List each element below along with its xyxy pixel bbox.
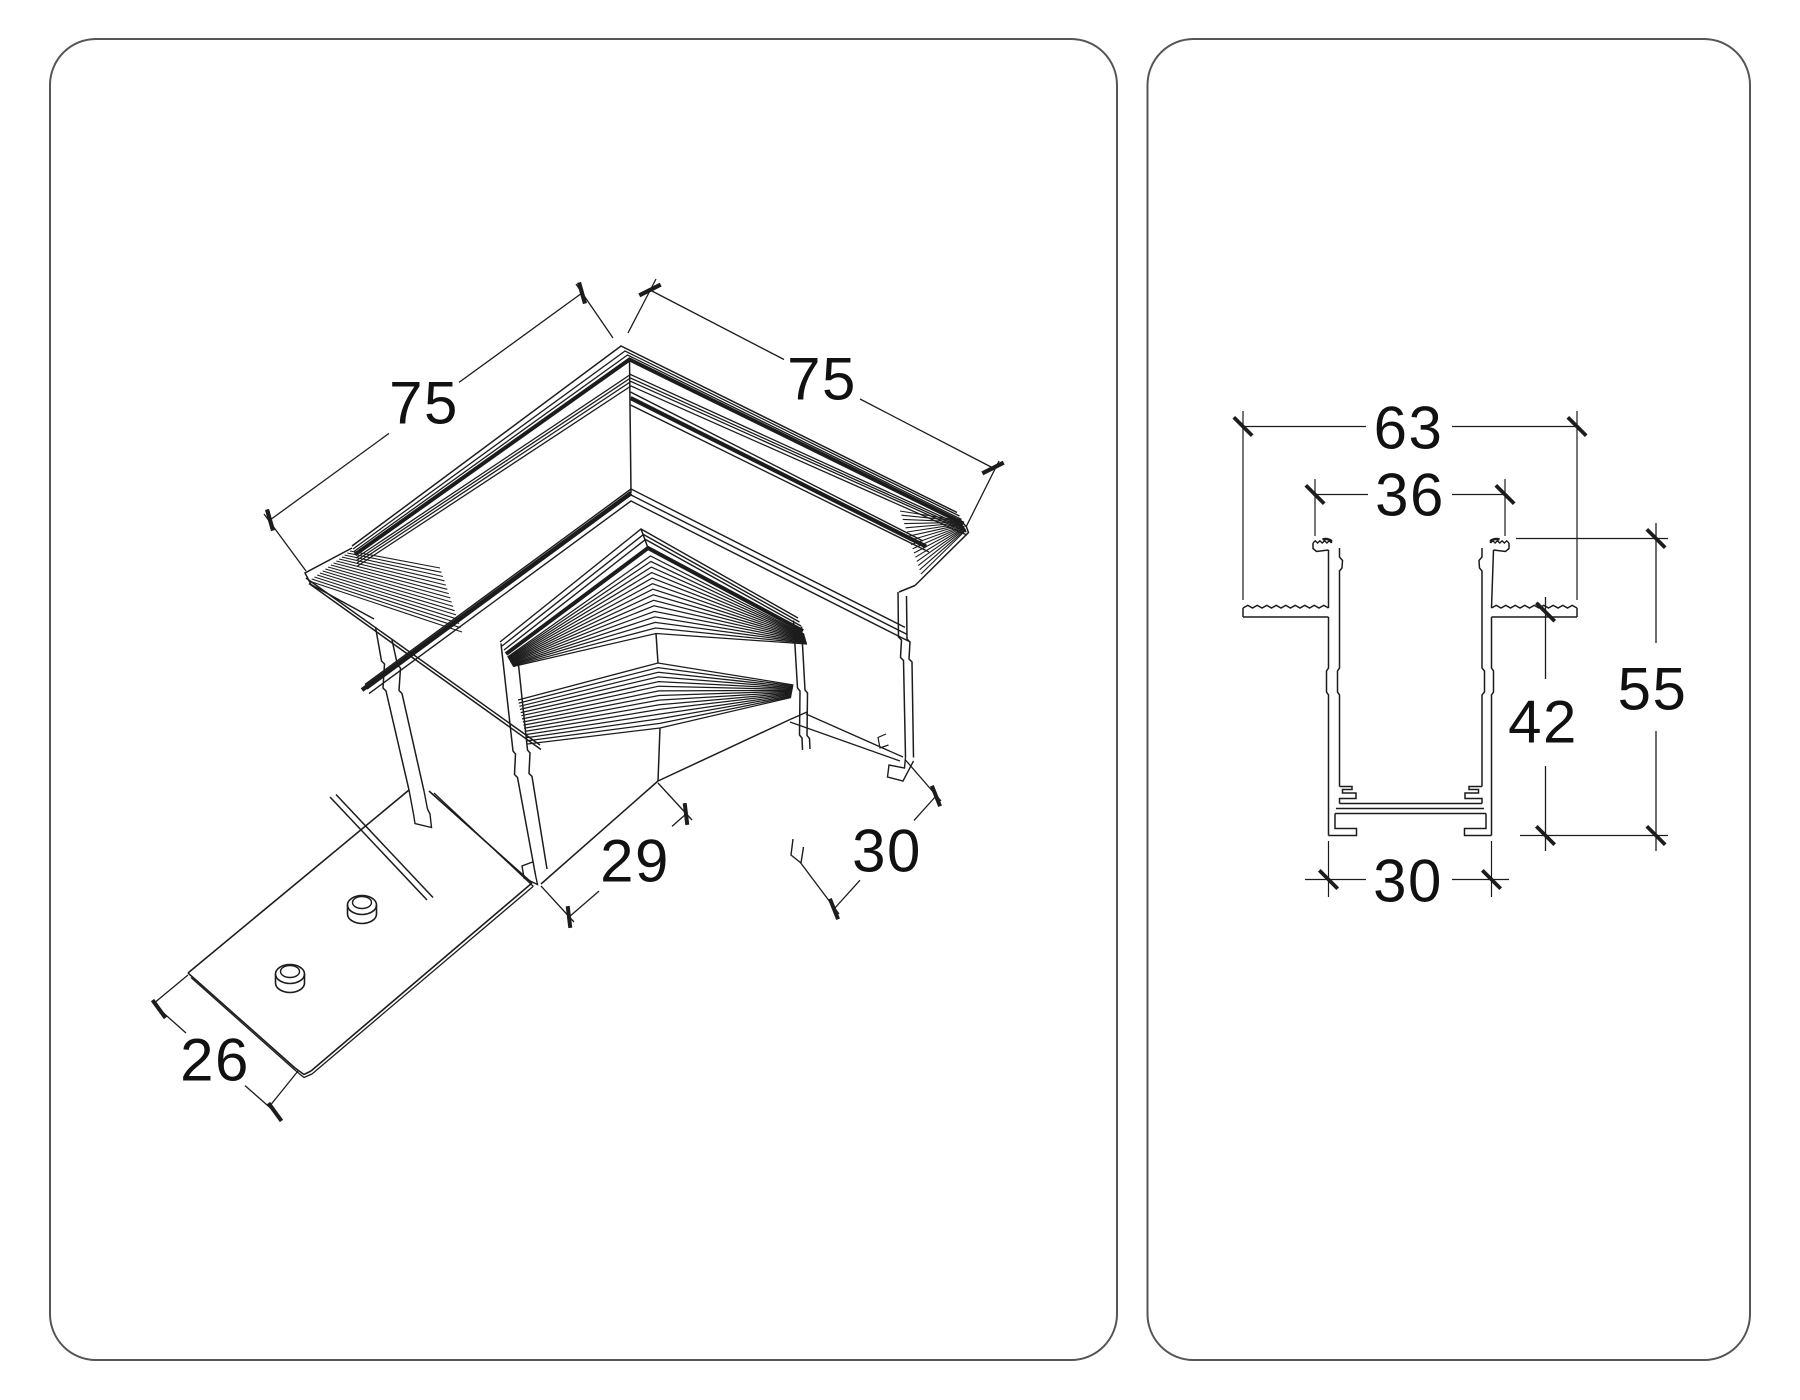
svg-text:55: 55 — [1618, 656, 1688, 723]
svg-text:30: 30 — [1373, 848, 1443, 915]
svg-text:63: 63 — [1374, 395, 1444, 462]
svg-text:42: 42 — [1508, 689, 1578, 756]
svg-text:36: 36 — [1375, 462, 1445, 529]
svg-text:75: 75 — [787, 346, 857, 413]
svg-text:26: 26 — [180, 1027, 250, 1094]
svg-text:30: 30 — [852, 818, 922, 885]
svg-text:29: 29 — [600, 828, 670, 895]
svg-text:75: 75 — [389, 370, 459, 437]
